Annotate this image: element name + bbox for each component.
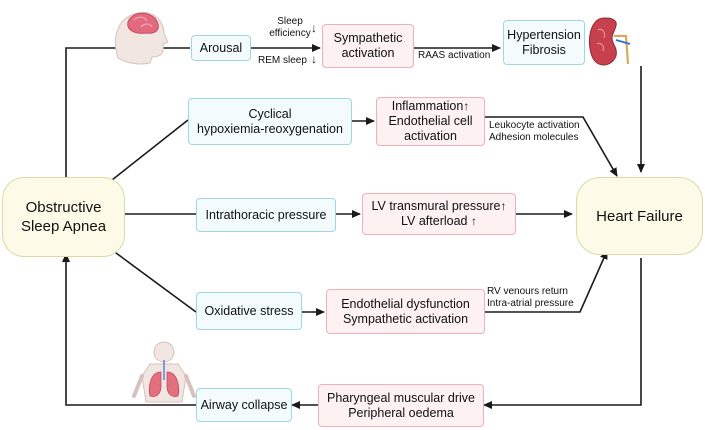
up-arrow-icon: ↑: [500, 199, 507, 213]
connector-osa-oxidative: [111, 249, 197, 313]
up-arrow-icon: ↑: [470, 214, 477, 228]
adhesion-label: Adhesion molecules: [489, 132, 579, 143]
hypertension-line2: Fibrosis: [522, 42, 566, 57]
arousal-box: Arousal: [191, 35, 251, 61]
kidney-icon: [588, 17, 631, 66]
connector-osa-arousal: [65, 47, 190, 180]
endothelial-line1: Endothelial dysfunction: [341, 296, 470, 311]
lv-line2: LV afterload: [401, 214, 468, 228]
leukocyte-label: Leukocyte activation Adhesion molecules: [489, 120, 580, 143]
sympathetic-activation-box: Sympathetic activation: [322, 24, 414, 68]
sympathetic-line1: Sympathetic: [333, 31, 403, 45]
connector-osa-hypoxemia: [111, 119, 189, 181]
airway-label: Airway collapse: [200, 397, 288, 412]
osa-hub: Obstructive Sleep Apnea: [2, 177, 125, 257]
connector-inflammation-hf: [485, 116, 618, 177]
hypertension-line1: Hypertension: [507, 27, 581, 42]
inflammation-line3: activation: [404, 129, 457, 143]
endothelial-line2: Sympathetic activation: [342, 311, 469, 326]
pharyngeal-box: Pharyngeal muscular drive Peripheral oed…: [318, 384, 484, 427]
hypoxemia-box: Cyclical hypoxiemia-reoxygenation: [188, 98, 352, 145]
intra-atrial-label: Intra-atrial pressure: [487, 298, 574, 309]
hypoxemia-line1: Cyclical: [248, 106, 292, 121]
heart-failure-label: Heart Failure: [596, 207, 683, 225]
lv-pressure-box: LV transmural pressure↑ LV afterload ↑: [362, 193, 516, 235]
osa-hub-line1: Obstructive: [25, 199, 102, 216]
lv-line1: LV transmural pressure: [371, 199, 501, 213]
pharyngeal-line2: Peripheral oedema: [348, 405, 454, 420]
sleep-efficiency-down-arrow-icon: ↓: [311, 21, 317, 35]
connector-endothelial-hf: [485, 250, 608, 313]
rem-sleep-down-arrow-icon: ↓: [311, 52, 317, 66]
heart-failure-hub: Heart Failure: [576, 177, 703, 255]
up-arrow-icon: ↑: [463, 99, 470, 113]
airway-collapse-box: Airway collapse: [196, 388, 292, 422]
pharyngeal-line1: Pharyngeal muscular drive: [327, 390, 475, 405]
sleep-efficiency-label: Sleep efficiency: [269, 16, 311, 39]
lungs-torso-icon: [132, 341, 196, 403]
inflammation-box: Inflammation↑ Endothelial cell activatio…: [376, 97, 485, 146]
inflammation-line1: Inflammation: [391, 99, 464, 113]
raas-activation-label: RAAS activation: [418, 50, 491, 61]
connector-airway-osa: [62, 253, 196, 406]
oxidative-stress-box: Oxidative stress: [196, 292, 302, 330]
intrathoracic-box: Intrathoracic pressure: [196, 198, 336, 232]
sympathetic-line2: activation: [341, 46, 395, 60]
osa-hub-line2: Sleep Apnea: [20, 218, 107, 235]
oxidative-label: Oxidative stress: [204, 303, 294, 318]
inflammation-line2: Endothelial cell: [388, 114, 473, 128]
rv-return-label: RV venours return Intra-atrial pressure: [487, 286, 574, 309]
intrathoracic-label: Intrathoracic pressure: [205, 207, 327, 222]
brain-head-icon: [114, 12, 169, 65]
arousal-label: Arousal: [199, 40, 243, 55]
connector-hf-pharyngeal: [483, 258, 642, 409]
hypoxemia-line2: hypoxiemia-reoxygenation: [197, 121, 343, 136]
endothelial-dysfunction-box: Endothelial dysfunction Sympathetic acti…: [326, 289, 485, 334]
hypertension-fibrosis-box: Hypertension Fibrosis: [503, 20, 585, 65]
rem-sleep-label: REM sleep: [258, 55, 307, 66]
